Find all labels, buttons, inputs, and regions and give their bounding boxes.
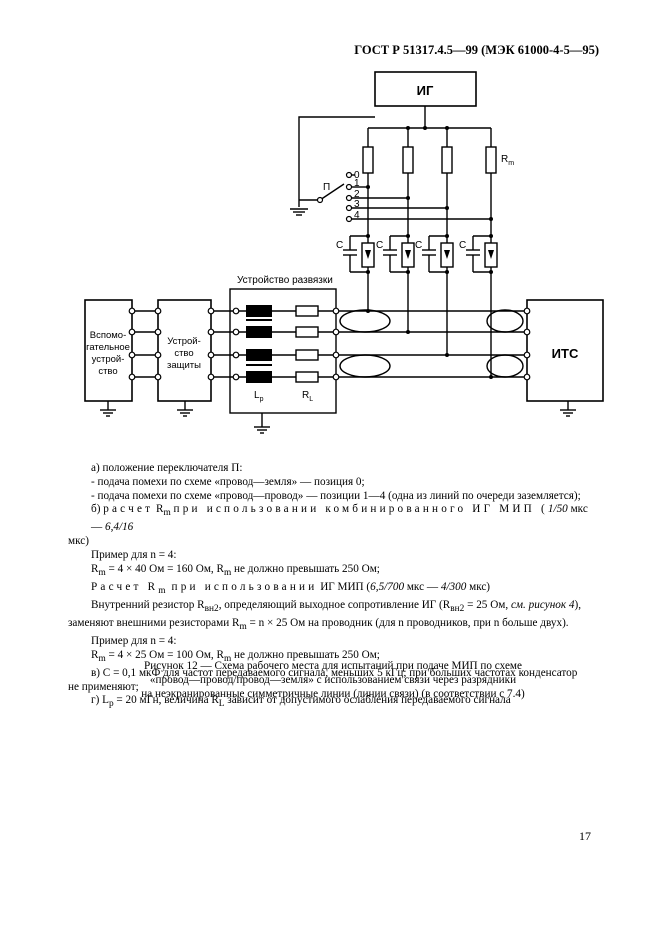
switch-label: П: [323, 182, 330, 193]
capacitor-label-2: C: [376, 240, 383, 251]
note-internal-resistor: Внутренний резистор Rвн2, определяющий в…: [91, 598, 581, 615]
aux-device-label-1: Вспомо-: [90, 330, 127, 341]
note-calc-2: Расчет Rm при использовании ИГ МИП (6,5/…: [91, 580, 491, 597]
example-1-line: Rm = 4 × 40 Ом = 160 Ом, Rm не должно пр…: [91, 562, 380, 579]
resistor-label: Rm: [501, 154, 514, 167]
protection-device-label-3: защиты: [167, 360, 201, 371]
note-b: б) расчет Rm при использовании комбиниро…: [91, 503, 588, 534]
example-2-title: Пример для n = 4:: [91, 634, 177, 647]
position-3-label: 3: [354, 199, 360, 210]
capacitor-label-1: C: [336, 240, 343, 251]
note-a-item1: - подача помехи по схеме «провод—земля» …: [91, 475, 365, 488]
caption-line-1: Рисунок 12 — Схема рабочего места для ис…: [144, 660, 522, 672]
figure-caption: Рисунок 12 — Схема рабочего места для ис…: [68, 660, 598, 701]
capacitor-label-3: C: [415, 240, 422, 251]
example-1-title: Пример для n = 4:: [91, 549, 177, 562]
aux-device-label-4: ство: [98, 366, 117, 377]
example-2-line: Rm = 4 × 25 Ом = 100 Ом, Rm не должно пр…: [91, 648, 380, 664]
capacitor-label-4: C: [459, 240, 466, 251]
load-resistor-label: RL: [302, 390, 313, 403]
position-1-label: 1: [354, 178, 360, 189]
page-number: 17: [579, 829, 591, 843]
coupling-unit-label: Устройство развязки: [237, 275, 333, 286]
position-2-label: 2: [354, 189, 360, 200]
note-g: г) Lр = 20 мГн, величина RL зависит от д…: [91, 694, 511, 710]
aux-device-label-3: устрой-: [92, 354, 125, 365]
caption-line-3: на неэкранированные симметричные линии (…: [141, 687, 525, 700]
note-v: в) C = 0,1 мкФ для частот передаваемого …: [91, 666, 578, 679]
protection-device-label-2: ство: [174, 348, 193, 359]
note-v-cont: не применяют;: [68, 680, 139, 693]
circuit-diagram: ИГ Rm П 0 1 2 3 4 C C C C Устройство раз…: [84, 71, 604, 434]
note-internal-resistor-cont: заменяют внешними резисторами Rm = n × 2…: [68, 616, 569, 633]
page-header: ГОСТ Р 51317.4.5—99 (МЭК 61000-4-5—95): [354, 43, 599, 57]
aux-device-label-2: гательное: [86, 342, 130, 353]
caption-line-2: «провод—провод/провод—земля» с использов…: [149, 673, 517, 686]
inductor-label: Lp: [254, 390, 264, 403]
note-a-item2: - подача помехи по схеме «провод—провод»…: [91, 489, 581, 502]
note-a-title: а) положение переключателя П:: [91, 462, 243, 474]
coupling-unit-box: [229, 288, 337, 414]
position-0-label: 0: [354, 170, 360, 181]
protection-device-label-1: Устрой-: [167, 336, 201, 347]
position-4-label: 4: [354, 210, 360, 221]
eut-label: ИТС: [552, 346, 579, 361]
notes: а) положение переключателя П: - подача п…: [68, 462, 598, 712]
generator-label: ИГ: [417, 83, 434, 98]
note-b-cont: мкс): [68, 535, 89, 548]
eut-box: [526, 299, 604, 402]
